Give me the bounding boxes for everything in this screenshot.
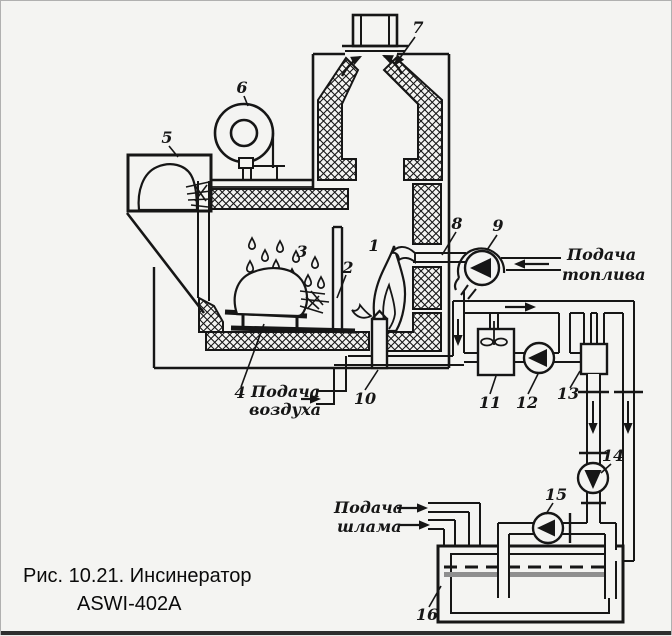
flame (372, 245, 407, 333)
bag-tie-scribble (299, 290, 330, 314)
part-numbers: 1 2 3 4 5 6 7 8 9 10 11 12 13 14 15 16 (161, 18, 624, 624)
part-label-8: 8 (450, 214, 462, 233)
part-label-12: 12 (516, 393, 538, 412)
hopper-slope (125, 212, 206, 314)
air-supply-label-line2: воздуха (249, 400, 321, 419)
air-duct (316, 355, 464, 405)
partition-wall (331, 225, 344, 332)
part-label-6: 6 (236, 78, 247, 97)
right-return-pipe (614, 301, 643, 562)
waste-feed-box (125, 153, 213, 314)
figure-caption: Рис. 10.21. Инсинератор ASWI-402A (23, 565, 252, 615)
mixer-vessel (464, 313, 516, 377)
part-label-10: 10 (354, 389, 376, 408)
sediment-band (444, 572, 616, 577)
down-flow-arrow (623, 423, 633, 434)
sludge-supply-label-line2: шлама (337, 517, 402, 536)
part-label-3: 3 (296, 242, 307, 261)
exhaust-stack (342, 13, 408, 52)
part-label-1: 1 (368, 236, 379, 255)
tank-top-pipe (497, 511, 617, 599)
fuel-flow-arrow (514, 259, 525, 269)
fuel-pump (453, 247, 506, 291)
part-label-16: 16 (416, 605, 438, 624)
part-label-13: 13 (557, 384, 579, 403)
agitator-blade (480, 337, 494, 347)
part-label-4: 4 (234, 383, 245, 402)
fuel-supply-label-line1: Подача (566, 245, 636, 264)
part-label-11: 11 (479, 393, 501, 412)
refractory-lining (179, 56, 443, 352)
page-bottom-rule (1, 631, 671, 635)
sludge-inlet-pipes (397, 502, 481, 548)
fuel-supply-label-line2: топлива (562, 265, 645, 284)
fuel-down-pipe (452, 284, 477, 356)
sludge-supply-label-line1: Подача (333, 498, 403, 517)
air-blower (213, 102, 285, 181)
burner-flame (351, 302, 373, 319)
agitator-blade (494, 337, 508, 347)
part-label-15: 15 (545, 485, 567, 504)
part-label-14: 14 (602, 446, 624, 465)
part-label-7: 7 (412, 18, 423, 37)
part-label-2: 2 (341, 258, 353, 277)
part-label-5: 5 (161, 128, 172, 147)
part-label-9: 9 (492, 216, 503, 235)
burner-flame (390, 246, 416, 265)
top-horizontal-pipe (453, 300, 634, 314)
sludge-tank (436, 544, 625, 624)
fuel-inlet-pipe (501, 257, 561, 271)
flow-labels: Подача топлива Подача воздуха Подача шла… (249, 245, 645, 536)
right-flow-arrow (525, 302, 536, 312)
down-flow-arrow (453, 335, 463, 346)
caption-line2: ASWI-402A (77, 593, 182, 615)
waste-bag-on-grate (233, 267, 330, 318)
lower-burner (351, 302, 389, 370)
upper-burner (390, 246, 466, 265)
leader-lines (168, 95, 612, 608)
sludge-flow-arrow (417, 503, 428, 513)
circulation-pump-line (514, 313, 581, 375)
heat-exchanger-junction (576, 313, 610, 523)
caption-line1: Рис. 10.21. Инсинератор (23, 565, 252, 587)
air-supply-label-line1: Подача (250, 382, 320, 401)
